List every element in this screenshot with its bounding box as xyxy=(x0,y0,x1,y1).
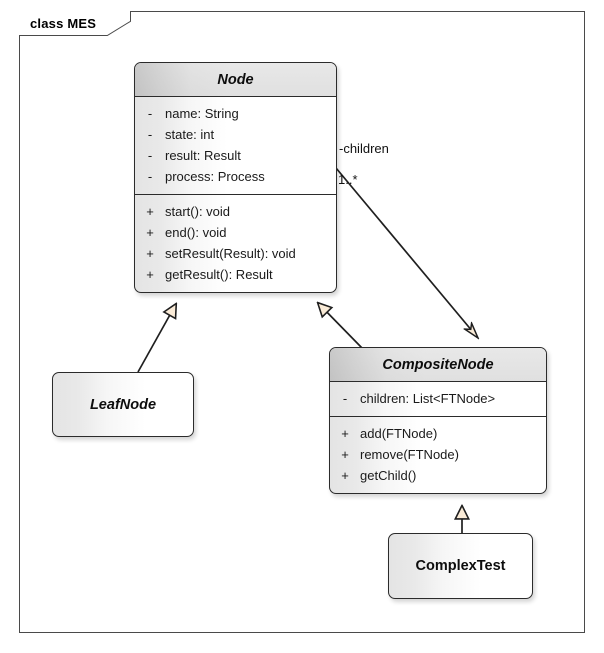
visibility-marker: - xyxy=(147,106,153,121)
attribute-signature: process: Process xyxy=(165,169,265,184)
operation-signature: getChild() xyxy=(360,468,417,483)
attribute-signature: children: List<FTNode> xyxy=(360,391,496,406)
class-box-leafnode[interactable]: LeafNode xyxy=(52,372,194,437)
operation-row: + start(): void xyxy=(135,201,336,222)
class-name-compositenode: CompositeNode xyxy=(330,348,546,381)
attribute-signature: result: Result xyxy=(165,148,241,163)
visibility-marker: - xyxy=(147,127,153,142)
operation-row: + remove(FTNode) xyxy=(330,444,546,465)
visibility-marker: + xyxy=(341,468,349,483)
class-name-node: Node xyxy=(135,63,336,96)
attribute-signature: state: int xyxy=(165,127,215,142)
package-frame-label: class MES xyxy=(30,16,97,31)
operation-row: + add(FTNode) xyxy=(330,423,546,444)
attribute-row: - result: Result xyxy=(135,145,336,166)
compartment-divider xyxy=(135,96,336,97)
visibility-marker: + xyxy=(146,204,154,219)
operation-signature: remove(FTNode) xyxy=(360,447,459,462)
visibility-marker: - xyxy=(342,391,348,406)
class-box-complextest[interactable]: ComplexTest xyxy=(388,533,533,599)
visibility-marker: + xyxy=(146,246,154,261)
attribute-row: - name: String xyxy=(135,103,336,124)
visibility-marker: + xyxy=(341,426,349,441)
operation-signature: getResult(): Result xyxy=(165,267,273,282)
visibility-marker: + xyxy=(146,225,154,240)
operation-signature: add(FTNode) xyxy=(360,426,438,441)
visibility-marker: - xyxy=(147,169,153,184)
class-name-complextest: ComplexTest xyxy=(415,558,506,574)
compartment-divider xyxy=(330,416,546,417)
attribute-row: - children: List<FTNode> xyxy=(330,388,546,409)
operations-compartment-compositenode: + add(FTNode) + remove(FTNode) + getChil… xyxy=(330,417,546,493)
visibility-marker: + xyxy=(341,447,349,462)
class-box-node[interactable]: Node - name: String - state: int - resul… xyxy=(134,62,337,293)
visibility-marker: + xyxy=(146,267,154,282)
class-name-leafnode: LeafNode xyxy=(89,396,157,413)
operation-row: + getResult(): Result xyxy=(135,264,336,285)
compartment-divider xyxy=(330,381,546,382)
operation-row: + setResult(Result): void xyxy=(135,243,336,264)
class-box-compositenode[interactable]: CompositeNode - children: List<FTNode> +… xyxy=(329,347,547,494)
visibility-marker: - xyxy=(147,148,153,163)
association-multiplicity-label: 1..* xyxy=(338,172,358,187)
attributes-compartment-compositenode: - children: List<FTNode> xyxy=(330,382,546,416)
operation-signature: end(): void xyxy=(165,225,227,240)
operation-signature: setResult(Result): void xyxy=(165,246,296,261)
attribute-row: - state: int xyxy=(135,124,336,145)
attributes-compartment-node: - name: String - state: int - result: Re… xyxy=(135,97,336,194)
attribute-row: - process: Process xyxy=(135,166,336,187)
operation-signature: start(): void xyxy=(165,204,231,219)
operation-row: + getChild() xyxy=(330,465,546,486)
compartment-divider xyxy=(135,194,336,195)
operations-compartment-node: + start(): void + end(): void + setResul… xyxy=(135,195,336,292)
attribute-signature: name: String xyxy=(165,106,239,121)
operation-row: + end(): void xyxy=(135,222,336,243)
association-role-label: -children xyxy=(339,141,389,156)
